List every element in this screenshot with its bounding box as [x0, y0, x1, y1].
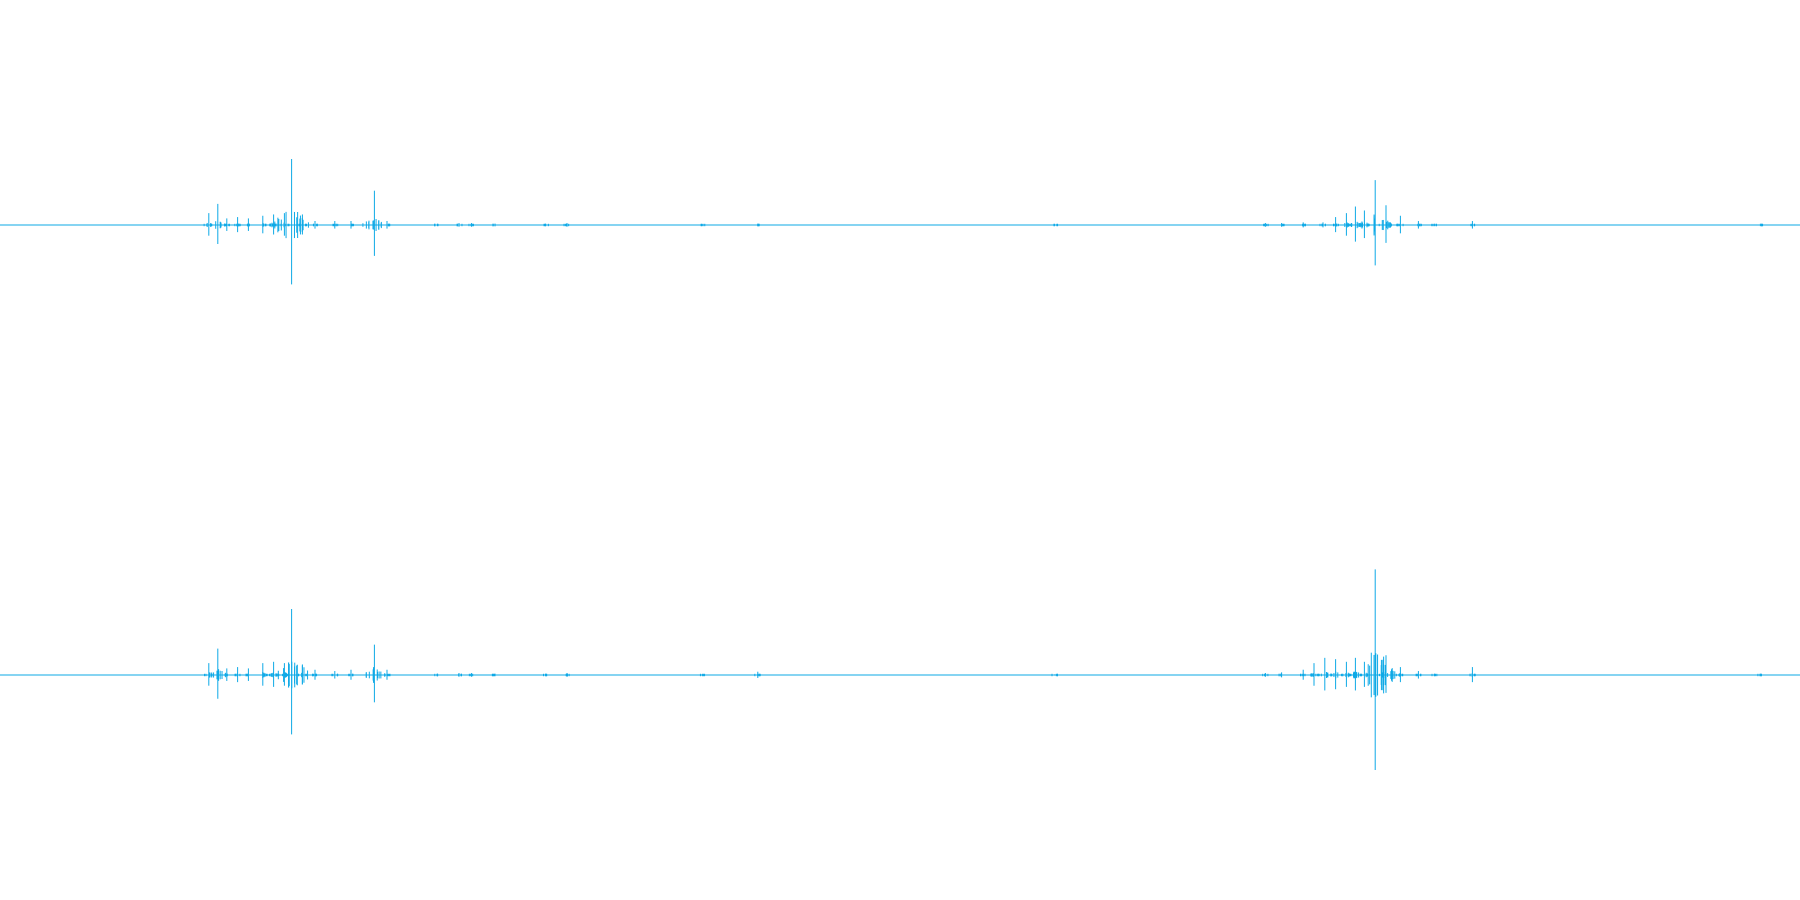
waveform-burst — [297, 664, 307, 685]
waveform-burst — [332, 221, 339, 229]
waveform-burst — [434, 223, 439, 227]
waveform-burst — [312, 221, 318, 229]
waveform-burst — [204, 663, 213, 686]
waveform-burst — [224, 668, 228, 681]
waveform-burst — [434, 673, 439, 677]
waveform-burst — [1310, 663, 1319, 686]
waveform-burst — [1262, 673, 1269, 677]
waveform-burst — [386, 221, 391, 229]
waveform-burst — [1396, 215, 1404, 234]
waveform-burst — [262, 663, 268, 686]
waveform-burst — [262, 215, 267, 234]
waveform-burst — [1470, 221, 1476, 229]
waveform-burst — [365, 644, 386, 703]
waveform-burst — [1342, 661, 1352, 687]
waveform-burst — [700, 223, 706, 227]
waveform-burst — [1344, 213, 1352, 236]
waveform-burst — [211, 648, 228, 699]
waveform-burst — [1469, 667, 1476, 683]
waveform-burst — [211, 203, 226, 245]
waveform-burst — [1302, 222, 1306, 228]
waveform-burst — [565, 673, 570, 677]
waveform-burst — [492, 223, 496, 227]
waveform-burst — [1415, 671, 1422, 679]
waveform-burst — [1348, 206, 1362, 242]
waveform-burst — [312, 669, 318, 680]
waveform-burst — [1378, 655, 1394, 693]
waveform-burst — [350, 221, 355, 229]
waveform-burst — [246, 218, 250, 231]
waveform-burst — [362, 190, 382, 256]
waveform-burst — [1051, 673, 1059, 677]
waveform-burst — [1757, 673, 1762, 677]
waveform-burst — [234, 667, 241, 683]
waveform-burst — [331, 671, 339, 679]
waveform-burst — [384, 669, 391, 680]
waveform-burst — [1352, 569, 1397, 771]
waveform-burst — [203, 213, 213, 236]
waveform-burst — [282, 663, 289, 686]
waveform-channel-2 — [0, 569, 1800, 771]
waveform-burst — [1281, 223, 1285, 227]
waveform-burst — [1431, 223, 1437, 227]
waveform-burst — [1417, 221, 1422, 229]
waveform-burst — [1300, 669, 1306, 680]
waveform-burst — [1378, 205, 1392, 243]
waveform-burst — [757, 223, 760, 227]
waveform-burst — [699, 673, 706, 677]
waveform-burst — [1278, 672, 1283, 678]
waveform-burst — [1398, 667, 1404, 683]
waveform-burst — [1319, 222, 1326, 228]
waveform-burst — [1263, 223, 1269, 227]
waveform-burst — [1431, 673, 1438, 677]
waveform-burst — [468, 673, 474, 677]
waveform-burst — [298, 214, 307, 235]
waveform-burst — [1317, 657, 1332, 691]
waveform-burst — [1359, 661, 1369, 687]
waveform-burst — [1333, 217, 1339, 233]
waveform-burst — [468, 223, 474, 227]
waveform-burst — [348, 669, 354, 680]
waveform-burst — [234, 217, 241, 233]
waveform-burst — [271, 609, 314, 735]
waveform-burst — [1330, 659, 1342, 690]
waveform-burst — [563, 223, 570, 227]
waveform-burst — [1759, 223, 1764, 227]
waveform-burst — [543, 223, 549, 227]
waveform-burst — [280, 213, 290, 236]
waveform-channel-1 — [0, 159, 1800, 285]
waveform-burst — [224, 218, 230, 231]
waveform-burst — [1053, 223, 1059, 227]
waveform-burst — [456, 223, 463, 227]
waveform-burst — [542, 673, 548, 677]
waveform-burst — [458, 673, 462, 677]
waveform-burst — [754, 671, 761, 678]
waveform-burst — [1363, 210, 1370, 239]
waveform-burst — [491, 673, 496, 677]
waveform-burst — [268, 661, 280, 687]
waveform-burst — [245, 668, 249, 681]
